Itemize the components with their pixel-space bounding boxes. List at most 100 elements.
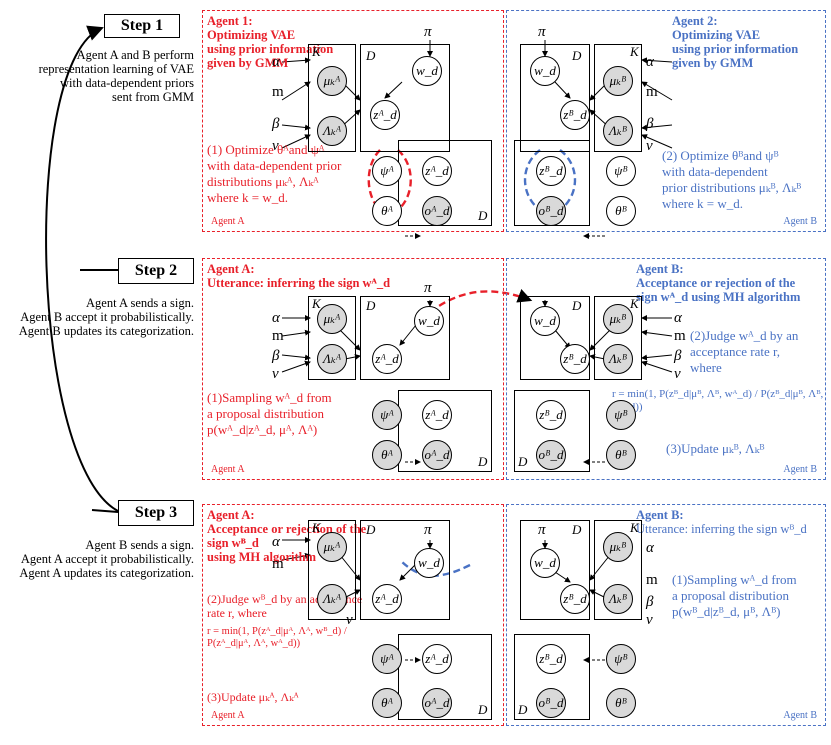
row2-b-nu: v <box>674 366 681 382</box>
row3-a-plate-k <box>308 520 356 620</box>
row2-b-beta: β <box>674 348 682 364</box>
row3-agent-a-panel: Agent A <box>202 504 504 726</box>
row1-b-lambda-node: Λₖᴮ <box>603 116 633 146</box>
row2-agent-b-label: Agent B <box>783 464 817 475</box>
row2-a-nu: v <box>272 366 279 382</box>
row3-a-plate-d-label: D <box>366 522 376 537</box>
row2-b-mu-node: μₖᴮ <box>603 304 633 334</box>
row2-a-theta-node: θᴬ <box>372 440 402 470</box>
row3-a-nu: v <box>346 612 353 628</box>
row1-a-pi: π <box>424 24 432 40</box>
row3-b-plate-d2-label: D <box>518 702 528 717</box>
row1-a-plate-d <box>360 44 450 152</box>
row2-b-lambda-node: Λₖᴮ <box>603 344 633 374</box>
row2-a-plate-d-label: D <box>366 298 376 313</box>
step-flow-arrow <box>45 25 121 513</box>
row1-agent-b-label: Agent B <box>783 216 817 227</box>
row2-a-mu-node: μₖᴬ <box>317 304 347 334</box>
row3-b-plate-k <box>594 520 642 620</box>
row3-left-note2: (3)Update μₖᴬ, Λₖᴬ <box>207 690 299 704</box>
row2-a-plate-k <box>308 296 356 380</box>
row3-b-psi-node: ψᴮ <box>606 644 636 674</box>
row2-red-arc <box>429 289 533 313</box>
row2-b-alpha: α <box>674 310 682 326</box>
row1-a-plate-k <box>308 44 356 152</box>
row3-b-z-node: zᴮ_d <box>560 584 590 614</box>
row1-a-lambda-node: Λₖᴬ <box>317 116 347 146</box>
row1-a-z2-node: zᴬ_d <box>422 156 452 186</box>
row3-b-plate-k-label: K <box>630 520 639 535</box>
row2-a-lambda-node: Λₖᴬ <box>317 344 347 374</box>
row2-a-alpha: α <box>272 310 280 326</box>
row3-a-plate-d <box>360 520 450 620</box>
row1-a-plate-d2 <box>398 140 492 226</box>
row1-a-plate-d2-label: D <box>478 208 488 223</box>
row1-agent-b-panel: Agent B <box>506 10 826 232</box>
row2-b-psi-node: ψᴮ <box>606 400 636 430</box>
row2-a-w-node: w_d <box>414 306 444 336</box>
row1-b-plate-d-label: D <box>572 48 582 63</box>
row1-a-alpha: α <box>272 54 280 70</box>
row3-b-plate-d-label: D <box>572 522 582 537</box>
row3-b-theta-node: θᴮ <box>606 688 636 718</box>
row3-b-alpha: α <box>646 540 654 556</box>
row1-a-theta-node: θᴬ <box>372 196 402 226</box>
row2-a-z2-node: zᴬ_d <box>422 400 452 430</box>
row2-b-plate-d2 <box>514 390 590 472</box>
row3-a-alpha: α <box>272 534 280 550</box>
row2-b-o-node: oᴮ_d <box>536 440 566 470</box>
row3-a-theta-node: θᴬ <box>372 688 402 718</box>
row2-b-plate-k <box>594 296 642 380</box>
row1-b-psi-node: ψᴮ <box>606 156 636 186</box>
row1-a-o-node: oᴬ_d <box>422 196 452 226</box>
row2-b-theta-node: θᴮ <box>606 440 636 470</box>
row1-a-mu-node: μₖᴬ <box>317 66 347 96</box>
row3-a-plate-d2 <box>398 634 492 720</box>
row3-b-o-node: oᴮ_d <box>536 688 566 718</box>
row2-b-plate-d2-label: D <box>518 454 528 469</box>
row2-left-title: Agent A:Utterance: inferring the sign wᴬ… <box>207 262 391 290</box>
row1-a-psi-node: ψᴬ <box>372 156 402 186</box>
row2-agent-a-panel: Agent A <box>202 258 504 480</box>
row3-a-pi: π <box>424 522 432 538</box>
row2-a-plate-d2-label: D <box>478 454 488 469</box>
row1-a-nu: v <box>272 138 279 154</box>
row1-a-plate-d-label: D <box>366 48 376 63</box>
row1-a-m: m <box>272 84 284 100</box>
step3-description: Agent B sends a sign.Agent A accept it p… <box>19 538 194 580</box>
row2-a-plate-k-label: K <box>312 296 321 311</box>
step3-box: Step 3 <box>118 500 194 526</box>
step1-box: Step 1 <box>104 14 180 38</box>
row1-b-plate-k <box>594 44 642 152</box>
row3-a-z-node: zᴬ_d <box>372 584 402 614</box>
row1-b-o-node: oᴮ_d <box>536 196 566 226</box>
row1-blue-arc <box>523 149 541 211</box>
row2-a-psi-node: ψᴬ <box>372 400 402 430</box>
row2-a-plate-d2 <box>398 390 492 472</box>
row3-agent-a-label: Agent A <box>211 710 245 721</box>
row3-a-w-node: w_d <box>414 548 444 578</box>
row1-a-w-node: w_d <box>412 56 442 86</box>
row2-a-beta: β <box>272 348 280 364</box>
row2-b-z-node: zᴮ_d <box>560 344 590 374</box>
row2-a-m: m <box>272 328 284 344</box>
row3-b-lambda-node: Λₖᴮ <box>603 584 633 614</box>
row3-b-plate-d <box>520 520 590 620</box>
row3-agent-b-label: Agent B <box>783 710 817 721</box>
row1-b-plate-k-label: K <box>630 44 639 59</box>
row3-a-m: m <box>272 556 284 572</box>
row3-b-mu-node: μₖᴮ <box>603 532 633 562</box>
row1-b-alpha: α <box>646 54 654 70</box>
row3-b-pi: π <box>538 522 546 538</box>
row1-b-nu: v <box>646 138 653 154</box>
row1-red-arc <box>397 149 412 211</box>
row3-blue-arc <box>399 559 471 577</box>
row2-b-plate-d <box>520 296 590 380</box>
row2-right-note2: (3)Update μₖᴮ, Λₖᴮ <box>666 441 765 456</box>
